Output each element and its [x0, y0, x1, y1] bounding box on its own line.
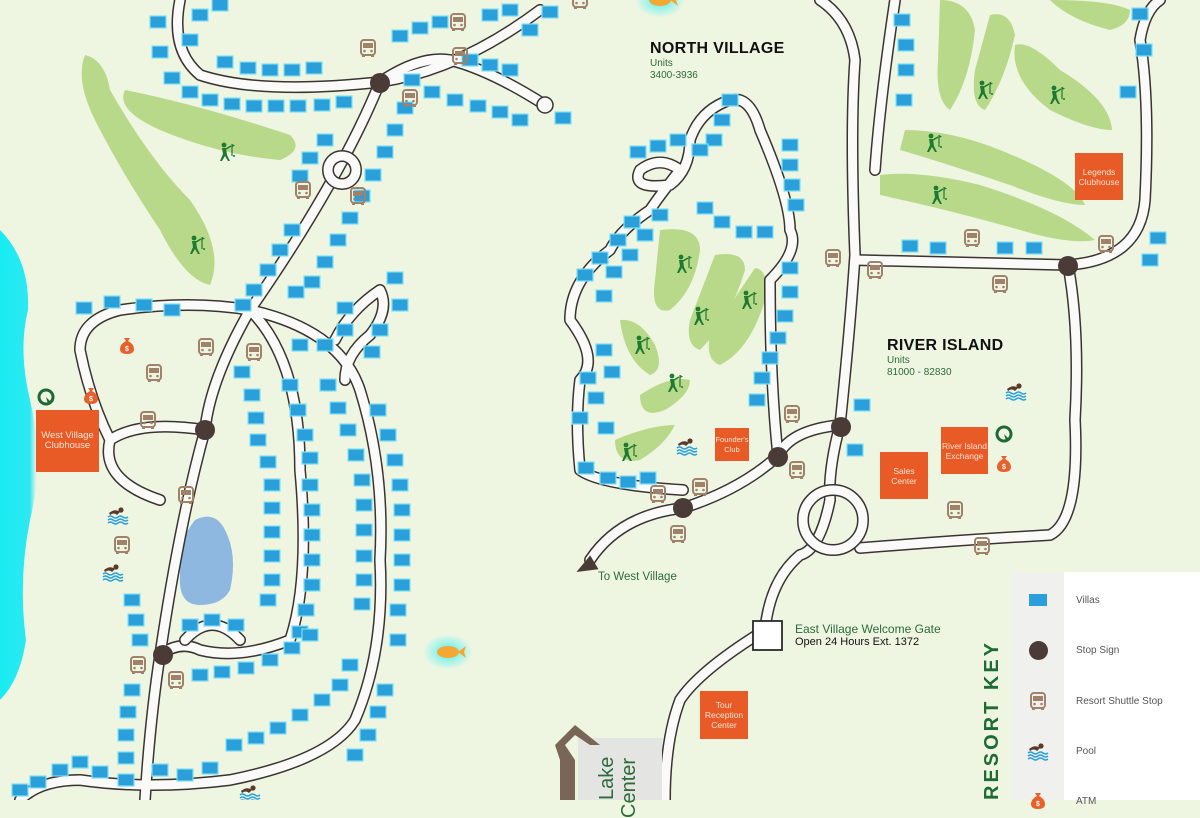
river-island-label: RIVER ISLAND Units 81000 - 82830 — [887, 337, 1004, 378]
tour-reception-center[interactable]: Tour Reception Center — [700, 691, 748, 739]
villa-icon — [1012, 594, 1064, 606]
river — [0, 230, 38, 700]
founders-club[interactable]: Founder's Club — [715, 428, 749, 461]
north-village-label: NORTH VILLAGE Units 3400-3936 — [650, 40, 785, 81]
to-west-village-arrow — [576, 555, 599, 572]
golf-fairways — [81, 0, 1130, 461]
gate-label: East Village Welcome Gate Open 24 Hours … — [795, 622, 941, 648]
key-item-shuttle: Resort Shuttle Stop — [1012, 686, 1200, 716]
lake — [179, 516, 234, 605]
west-village-clubhouse[interactable]: West Village Clubhouse — [36, 410, 99, 472]
sales-center[interactable]: Sales Center — [880, 452, 928, 499]
river-island-exchange[interactable]: River Island Exchange — [941, 427, 988, 474]
resort-key-title: RESORT KEY — [981, 639, 1003, 800]
key-item-villas: Villas — [1012, 585, 1200, 615]
resort-key-panel: Villas Stop Sign Resort Shuttle Stop Poo… — [1012, 572, 1200, 809]
to-west-village-label[interactable]: To West Village — [598, 571, 677, 583]
atm-icon — [1012, 791, 1064, 811]
stop-sign-icon — [1012, 640, 1064, 660]
welcome-gate — [752, 620, 783, 651]
shuttle-icon — [1012, 691, 1064, 711]
lake-center-line1: Lake — [596, 756, 618, 800]
resort-map[interactable]: $ — [0, 0, 1200, 800]
fish-icon-south — [423, 634, 473, 670]
fish-icon-north — [635, 0, 685, 18]
key-item-atm: ATM — [1012, 786, 1200, 816]
legends-clubhouse[interactable]: Legends Clubhouse — [1075, 153, 1123, 200]
pool-icon — [1012, 741, 1064, 761]
lake-center-line2: Center — [618, 757, 640, 818]
key-item-stop-sign: Stop Sign — [1012, 635, 1200, 665]
key-item-pool: Pool — [1012, 736, 1200, 766]
